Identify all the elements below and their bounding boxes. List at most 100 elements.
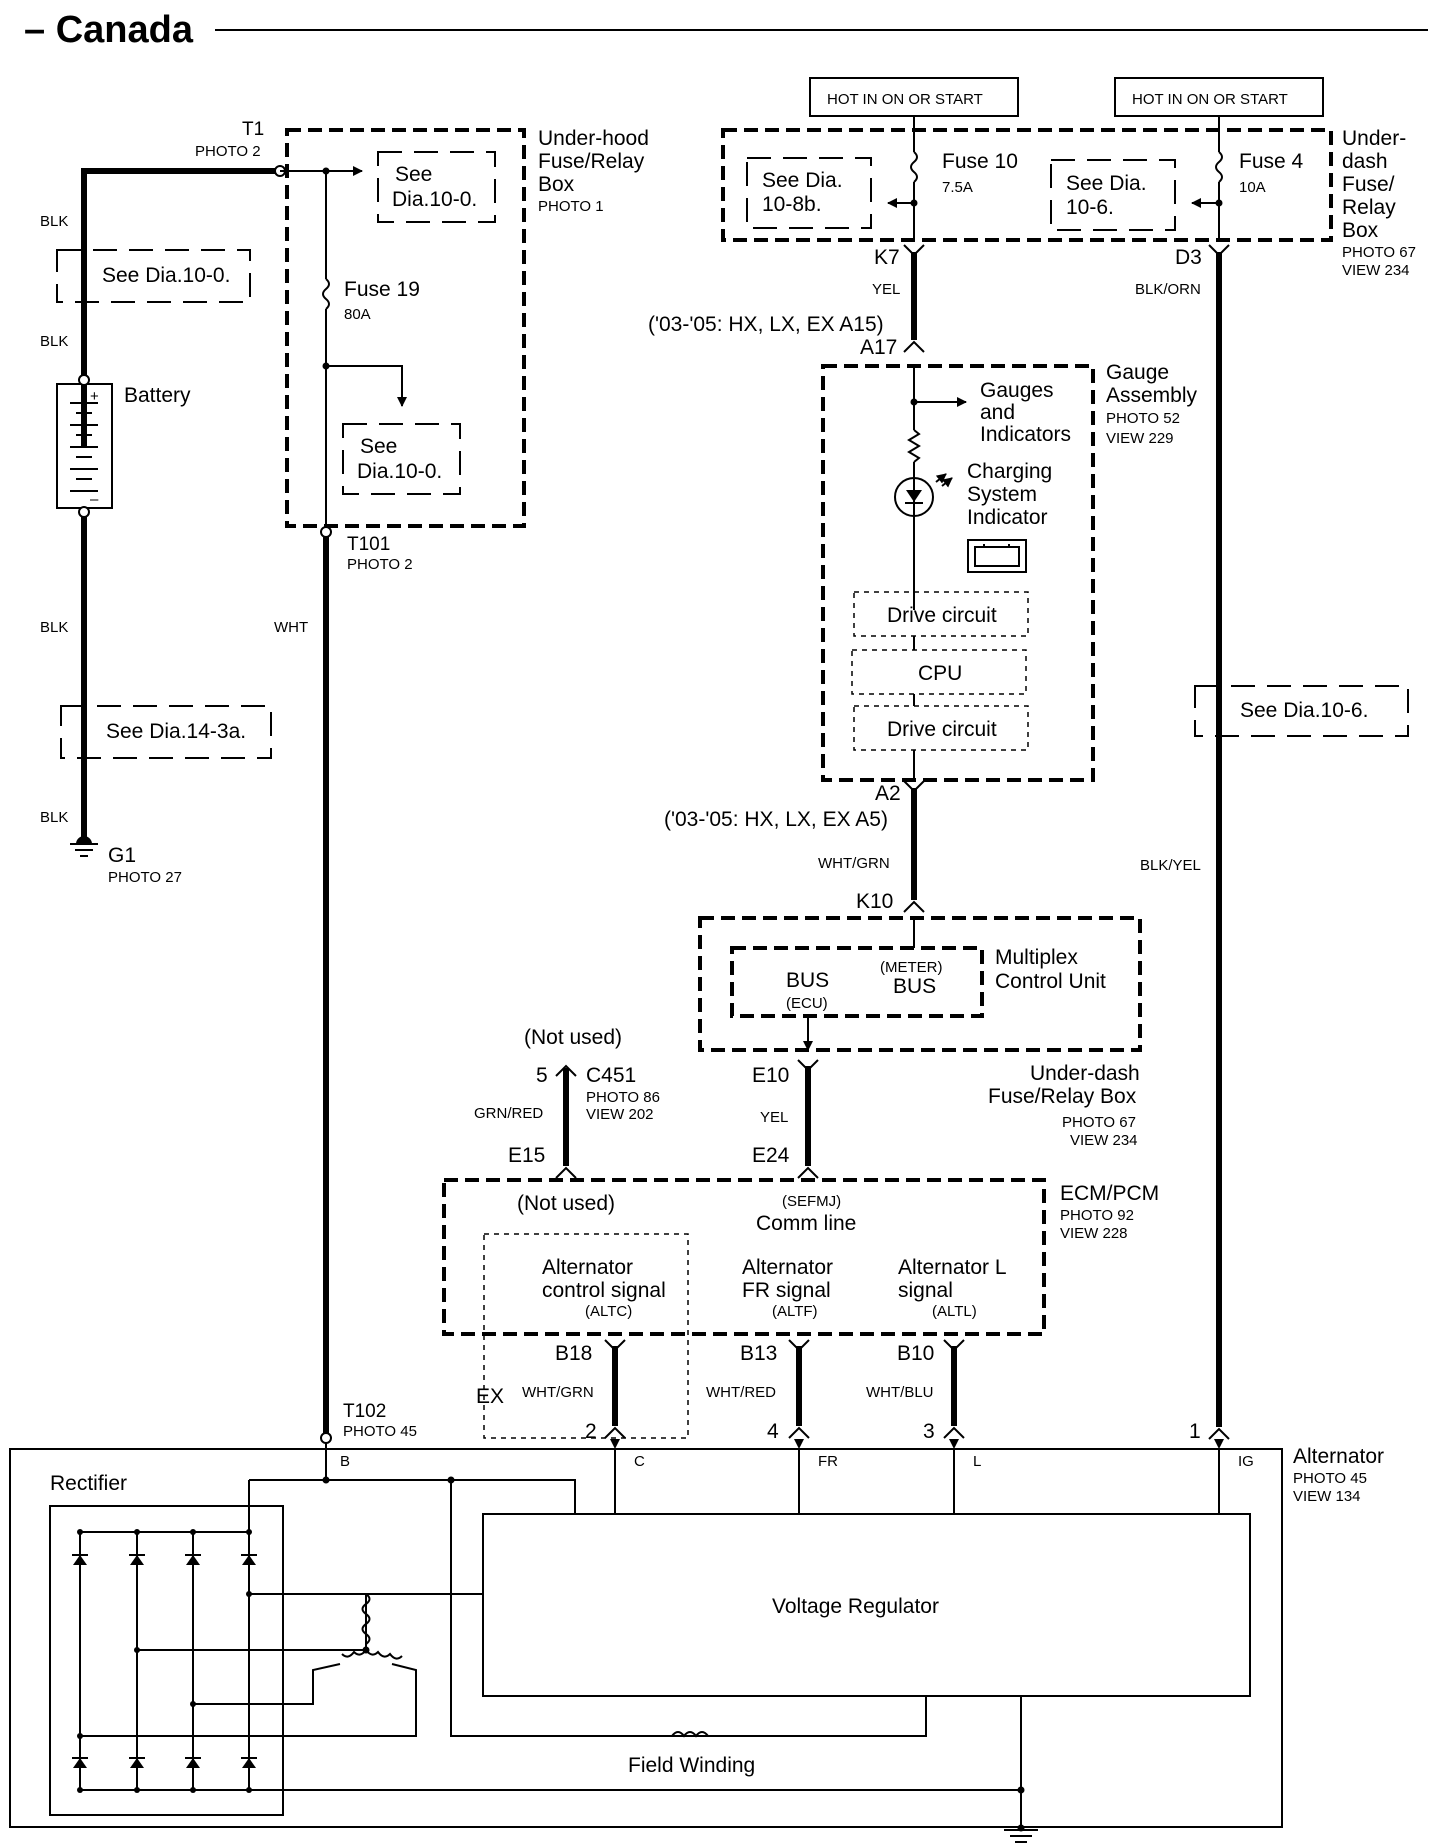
underdash-label-2: dash xyxy=(1342,150,1388,173)
see-dia-10-0-link[interactable]: See Dia.10-0. xyxy=(102,264,230,287)
conn-pin3: 3 xyxy=(923,1420,935,1443)
gauges-label-3: Indicators xyxy=(980,423,1071,446)
page-title: – Canada xyxy=(24,9,194,51)
t102-photo: PHOTO 45 xyxy=(343,1423,417,1440)
see-dia-14-3a-box[interactable] xyxy=(60,705,272,759)
fuse19-symbol xyxy=(322,278,330,310)
conn-a17: A17 xyxy=(860,336,897,359)
g1-photo: PHOTO 27 xyxy=(108,869,182,886)
gauges-label-1: Gauges xyxy=(980,379,1054,402)
alt-terminal-ig: IG xyxy=(1238,1453,1254,1470)
conn-a2-note: ('03-'05: HX, LX, EX A5) xyxy=(664,808,888,831)
wire-label-wht: WHT xyxy=(274,619,308,636)
wire-label-wht-red: WHT/RED xyxy=(706,1384,776,1401)
underhood-label-1: Under-hood xyxy=(538,127,649,150)
charging-label-1: Charging xyxy=(967,460,1052,483)
alt-terminal-c: C xyxy=(634,1453,645,1470)
mcu-bus-ecu: BUS xyxy=(786,969,829,992)
see-link-2[interactable]: See xyxy=(360,435,397,458)
ref-10-8b[interactable]: 10-8b. xyxy=(762,193,822,216)
cpu-label: CPU xyxy=(918,662,962,685)
conn-pin5: 5 xyxy=(536,1064,548,1087)
ecm-view: VIEW 228 xyxy=(1060,1225,1128,1242)
gauge-photo: PHOTO 52 xyxy=(1106,410,1180,427)
alternator-photo: PHOTO 45 xyxy=(1293,1470,1367,1487)
mcu-label-1: Multiplex xyxy=(995,946,1078,969)
see-dia-10-6-box[interactable] xyxy=(1194,685,1409,737)
battery-label: Battery xyxy=(124,384,191,407)
mcu-ecu-label: (ECU) xyxy=(786,995,828,1012)
underdash-label-4: Relay xyxy=(1342,196,1396,219)
see-dia-link-10-6[interactable]: See Dia. xyxy=(1066,172,1147,195)
field-winding-coil-icon xyxy=(671,1731,709,1738)
wire-label-grn-red: GRN/RED xyxy=(474,1105,543,1122)
charging-label-2: System xyxy=(967,483,1037,506)
blk-wire-top xyxy=(81,168,280,448)
see-link-1[interactable]: See xyxy=(395,163,432,186)
fuse4-label: Fuse 4 xyxy=(1239,150,1304,173)
altc-label-3: (ALTC) xyxy=(585,1303,632,1320)
ecm-not-used: (Not used) xyxy=(517,1192,615,1215)
see-dia-10-0-box[interactable] xyxy=(56,249,251,303)
conn-pin2: 2 xyxy=(585,1420,597,1443)
regulator-label: Voltage Regulator xyxy=(772,1595,939,1618)
conn-k10: K10 xyxy=(856,890,893,913)
t101-label: T101 xyxy=(347,534,390,555)
altc-label-1: Alternator xyxy=(542,1256,633,1279)
t101-terminal xyxy=(320,526,332,538)
underdash-label-5: Box xyxy=(1342,219,1379,242)
gauges-label-2: and xyxy=(980,401,1015,424)
wire-label-wht-grn-1: WHT/GRN xyxy=(818,855,890,872)
conn-e10: E10 xyxy=(752,1064,789,1087)
g1-label: G1 xyxy=(108,844,136,867)
udbox2-photo: PHOTO 67 xyxy=(1062,1114,1136,1131)
altf-label-1: Alternator xyxy=(742,1256,833,1279)
alt-terminal-b: B xyxy=(340,1453,350,1470)
conn-pin4: 4 xyxy=(767,1420,779,1443)
ref-10-6[interactable]: 10-6. xyxy=(1066,196,1114,219)
conn-a17-note: ('03-'05: HX, LX, EX A15) xyxy=(648,313,884,336)
ecm-sefmj: (SEFMJ) xyxy=(782,1193,841,1210)
t1-photo: PHOTO 2 xyxy=(195,143,261,160)
diode-icons xyxy=(72,1554,257,1768)
see-dia-10-6-link[interactable]: See Dia.10-6. xyxy=(1240,699,1368,722)
battery-warning-icon xyxy=(967,539,1027,573)
alternator xyxy=(9,1439,1283,1843)
fuse19-rating: 80A xyxy=(344,306,371,323)
conn-b13: B13 xyxy=(740,1342,777,1365)
dia-link-1[interactable]: Dia.10-0. xyxy=(392,188,477,211)
wire-label-wht-grn-2: WHT/GRN xyxy=(522,1384,594,1401)
mcu-bus-meter: BUS xyxy=(893,975,936,998)
dia-link-2[interactable]: Dia.10-0. xyxy=(357,460,442,483)
conn-b10: B10 xyxy=(897,1342,934,1365)
see-dia-14-3a-link[interactable]: See Dia.14-3a. xyxy=(106,720,246,743)
underhood-label-3: Box xyxy=(538,173,575,196)
conn-b18: B18 xyxy=(555,1342,592,1365)
see-dia-link-10-8b[interactable]: See Dia. xyxy=(762,169,843,192)
udbox2-label-2: Fuse/Relay Box xyxy=(988,1085,1137,1108)
drive-circuit-1: Drive circuit xyxy=(887,604,997,627)
underhood-fuse-box xyxy=(280,128,526,528)
udbox2-label-1: Under-dash xyxy=(1030,1062,1140,1085)
underdash-fuse-box xyxy=(721,116,1333,242)
conn-a2: A2 xyxy=(875,782,901,805)
altl-label-1: Alternator L xyxy=(898,1256,1007,1279)
altl-label-2: signal xyxy=(898,1279,953,1302)
t101-photo: PHOTO 2 xyxy=(347,556,413,573)
conn-d3: D3 xyxy=(1175,246,1202,269)
ex-label: EX xyxy=(476,1385,504,1408)
ecm-label: ECM/PCM xyxy=(1060,1182,1159,1205)
rectifier-box xyxy=(49,1505,284,1816)
ground-icon xyxy=(76,836,92,844)
battery-circuit: + – Battery G1 PHOTO 27 xyxy=(56,165,286,886)
gauge-assembly xyxy=(821,364,1095,782)
t1-label: T1 xyxy=(242,119,264,140)
hot-label-2: HOT IN ON OR START xyxy=(1132,91,1288,108)
fuse4-rating: 10A xyxy=(1239,179,1266,196)
ecm-photo: PHOTO 92 xyxy=(1060,1207,1134,1224)
altl-label-3: (ALTL) xyxy=(932,1303,977,1320)
wire-label-yel-2: YEL xyxy=(760,1109,788,1126)
alt-terminal-fr: FR xyxy=(818,1453,838,1470)
hot-label-1: HOT IN ON OR START xyxy=(827,91,983,108)
